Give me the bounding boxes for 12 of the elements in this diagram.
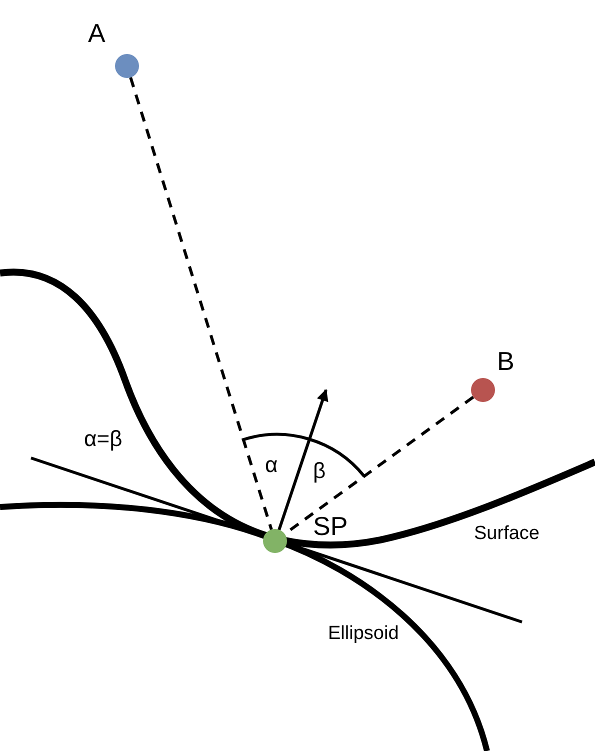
point-marker xyxy=(115,54,139,78)
surface-label: Surface xyxy=(474,524,540,543)
connector-line xyxy=(129,77,273,530)
angle-label: α=β xyxy=(84,428,122,450)
point-label: B xyxy=(497,348,514,374)
angle-label: α xyxy=(265,454,278,476)
point-label: A xyxy=(88,20,106,46)
point-marker xyxy=(263,529,287,553)
point-marker xyxy=(471,378,495,402)
ellipsoid-label: Ellipsoid xyxy=(328,624,399,643)
point-label: SP xyxy=(313,513,348,539)
angle-label: β xyxy=(313,460,326,482)
